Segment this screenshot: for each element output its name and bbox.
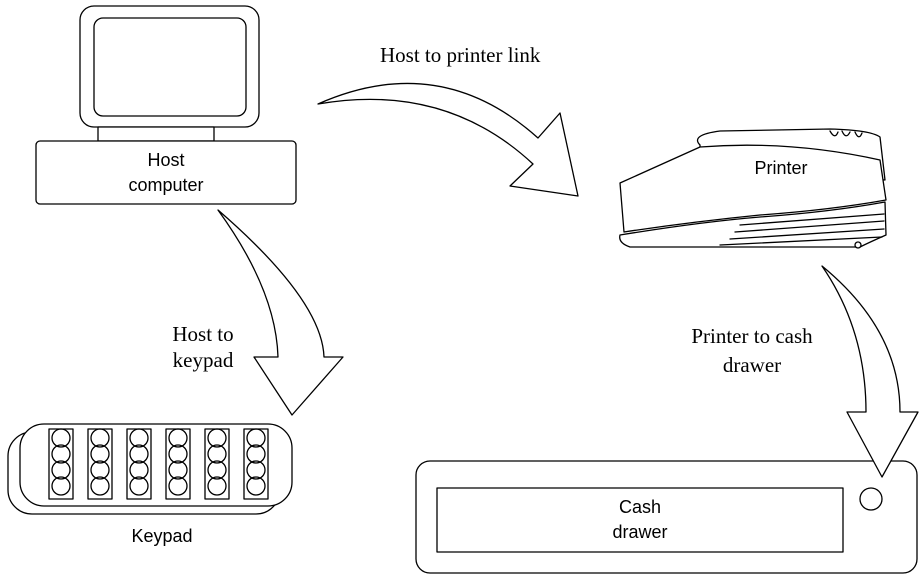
- keypad-key: [168, 428, 188, 448]
- cash-drawer-label-line1: Cash: [619, 497, 661, 517]
- keypad-key: [207, 428, 227, 448]
- keypad-key: [207, 444, 227, 464]
- host-computer-label-line1: Host: [147, 150, 184, 170]
- keypad-key: [129, 444, 149, 464]
- printer-to-drawer-label-line1: Printer to cash: [691, 324, 813, 348]
- host-computer-label-line2: computer: [128, 175, 203, 195]
- host-to-keypad-arrow: [217, 209, 344, 416]
- host-to-printer-arrow: [317, 82, 579, 197]
- keypad-key: [51, 444, 71, 464]
- keypad-key: [246, 444, 266, 464]
- printer-to-drawer-label-line2: drawer: [723, 353, 781, 377]
- keypad-key: [90, 476, 110, 496]
- keypad-key: [246, 460, 266, 480]
- keypad-key: [129, 476, 149, 496]
- cash-drawer-window: [436, 487, 844, 553]
- keypad-key: [90, 444, 110, 464]
- printer-label: Printer: [754, 158, 807, 178]
- host-computer: Host computer: [35, 5, 297, 205]
- keypad-key: [246, 428, 266, 448]
- keypad-key-column: [48, 428, 74, 500]
- keypad-key: [51, 476, 71, 496]
- keypad-key-column: [165, 428, 191, 500]
- keypad-key-column: [204, 428, 230, 500]
- keypad-key: [168, 460, 188, 480]
- keypad-key: [129, 460, 149, 480]
- keypad-key: [90, 460, 110, 480]
- host-computer-box: [35, 140, 297, 205]
- keypad-icon: [7, 423, 293, 515]
- keypad-key: [168, 444, 188, 464]
- monitor-icon: [79, 5, 260, 142]
- keypad-key: [168, 476, 188, 496]
- keypad-key: [207, 460, 227, 480]
- keypad-key: [129, 428, 149, 448]
- keypad-key: [207, 476, 227, 496]
- keypad-label: Keypad: [131, 526, 192, 546]
- keypad-key: [246, 476, 266, 496]
- printer-icon: [619, 128, 887, 249]
- host-to-keypad-label-line1: Host to: [172, 322, 233, 346]
- host-to-keypad-label-line2: keypad: [173, 348, 234, 372]
- printer-to-drawer-arrow: [821, 265, 919, 478]
- keypad-key: [51, 428, 71, 448]
- keypad-key-column: [87, 428, 113, 500]
- keypad-key-column: [243, 428, 269, 500]
- keypad-keys: [48, 428, 269, 500]
- lock-icon: [859, 487, 883, 511]
- cash-drawer: Cash drawer: [415, 460, 918, 574]
- keypad-key: [90, 428, 110, 448]
- keypad: Keypad: [7, 423, 293, 546]
- printer: Printer: [619, 128, 887, 249]
- host-to-printer-link-label: Host to printer link: [380, 43, 541, 67]
- keypad-key: [51, 460, 71, 480]
- cash-drawer-label-line2: drawer: [612, 522, 667, 542]
- keypad-key-column: [126, 428, 152, 500]
